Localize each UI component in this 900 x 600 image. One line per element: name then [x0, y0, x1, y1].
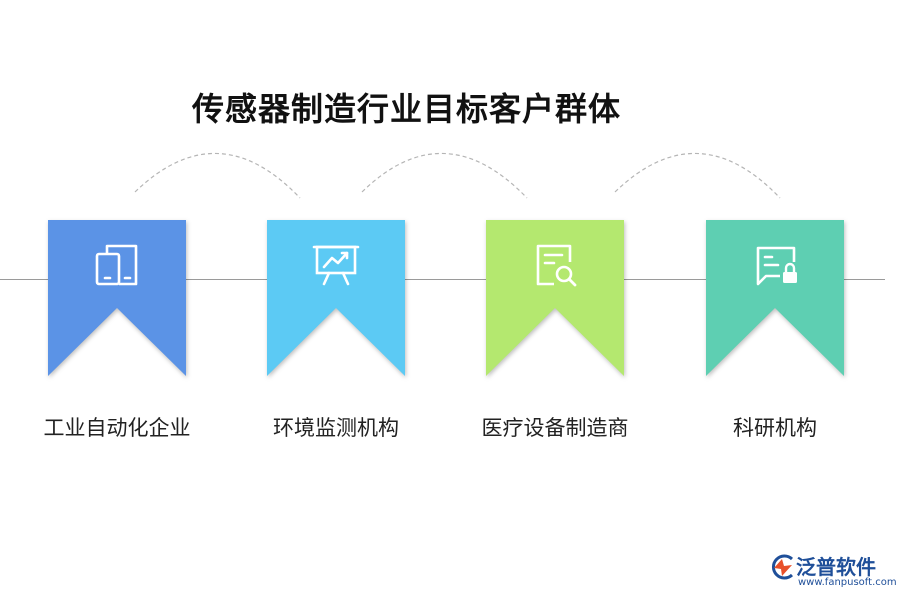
label-environmental-monitoring: 环境监测机构 — [273, 416, 399, 440]
mobile-devices-icon — [95, 244, 138, 286]
banner-research-institute — [706, 220, 844, 376]
brand-logo-text: 泛普软件 — [796, 555, 876, 579]
banner-shape — [267, 220, 405, 376]
timeline-axis — [0, 279, 885, 280]
label-research-institute: 科研机构 — [733, 416, 817, 440]
document-search-icon — [536, 244, 577, 287]
banner-medical-equipment — [486, 220, 624, 376]
connector-arc-1 — [134, 152, 301, 199]
brand-logo: 泛普软件 www.fanpusoft.com — [768, 551, 897, 591]
brand-logo-icon — [772, 554, 794, 580]
page-title: 传感器制造行业目标客户群体 — [192, 90, 622, 128]
banner-shape — [486, 220, 624, 376]
brand-logo-url: www.fanpusoft.com — [798, 577, 897, 588]
label-industrial-automation: 工业自动化企业 — [43, 416, 191, 440]
chat-lock-icon — [756, 246, 797, 286]
connector-arc-3 — [614, 152, 781, 199]
label-medical-equipment: 医疗设备制造商 — [481, 416, 629, 440]
banner-environmental-monitoring — [267, 220, 405, 376]
banner-industrial-automation — [48, 220, 186, 376]
banner-shape — [48, 220, 186, 376]
banner-shape — [706, 220, 844, 376]
presentation-chart-icon — [312, 245, 360, 286]
connector-arc-2 — [361, 152, 528, 199]
